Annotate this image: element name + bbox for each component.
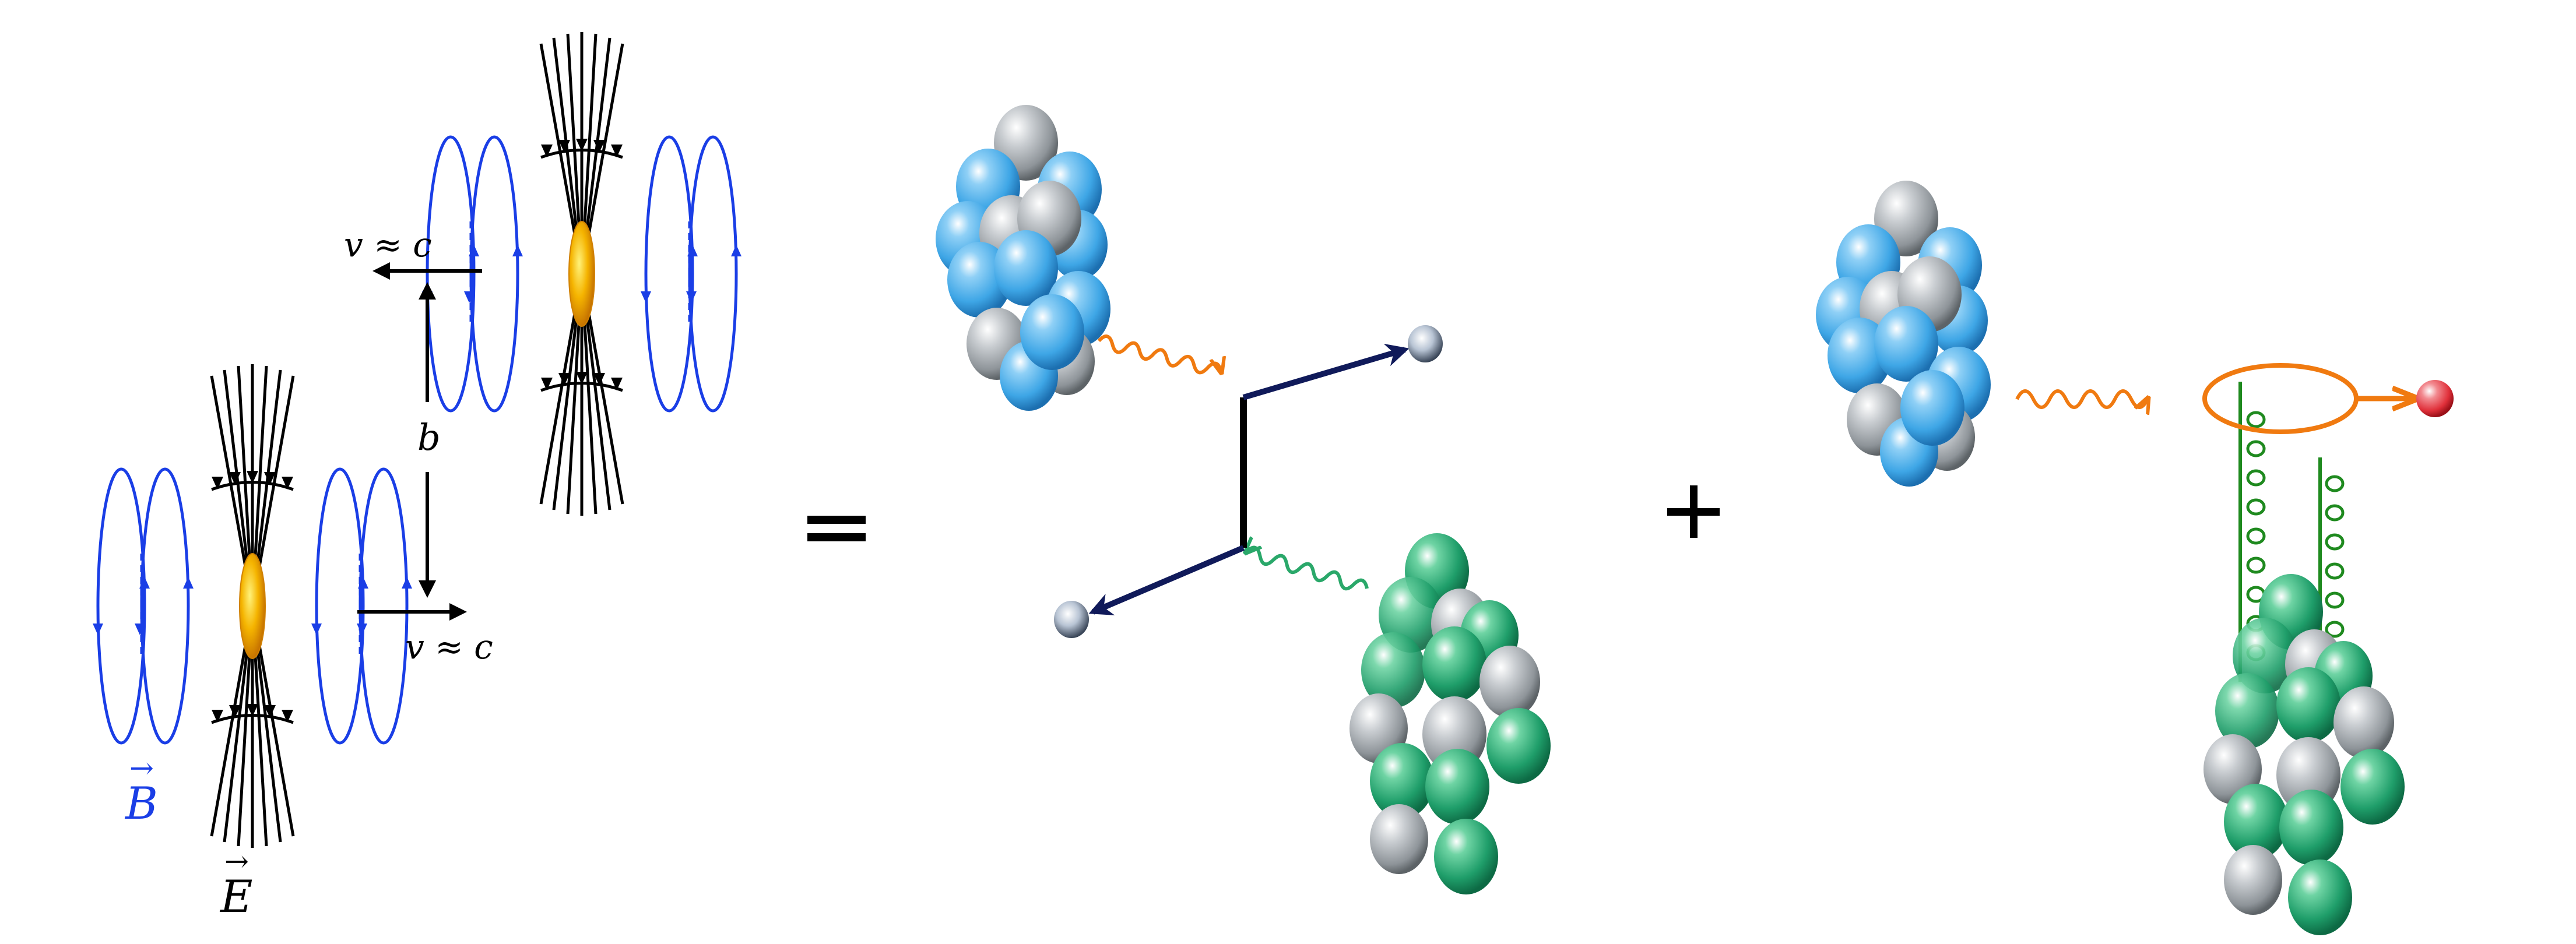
lower-nucleus-green [1349, 533, 1551, 894]
photon-orange-wave-right-icon [2015, 389, 2148, 407]
middle-panel [936, 105, 1551, 894]
impact-parameter-label: b [417, 416, 441, 459]
antilepton-out-arrow-icon [1088, 545, 1245, 615]
electric-field-label: E [219, 871, 252, 922]
vector-meson-sphere [2416, 380, 2454, 417]
velocity-label-bottom: v ≈ c [405, 627, 493, 667]
antilepton-sphere [1054, 601, 1089, 638]
photon-orange-wave-icon [1097, 334, 1222, 378]
quark-loop [2202, 363, 2359, 434]
b-vector-arrow-icon: → [129, 751, 154, 785]
pomeron-emitter-nucleus-green [2204, 574, 2405, 935]
photon-green-wave-icon [1245, 545, 1369, 591]
magnetic-field-label: B [124, 777, 158, 829]
right-panel [1816, 181, 2454, 935]
lepton-sphere [1408, 325, 1443, 362]
lepton-out-arrow-icon [1242, 343, 1410, 400]
upper-nucleus-blue [936, 105, 1110, 411]
upper-ion-field [422, 32, 741, 516]
photon-emitter-nucleus-blue [1816, 181, 1991, 487]
velocity-label-top: v ≈ c [344, 225, 432, 265]
equals-sign-icon [807, 516, 866, 541]
plus-sign-icon [1667, 485, 1720, 538]
e-vector-arrow-icon: → [224, 844, 249, 878]
left-panel: v ≈ c b v ≈ c → B → E [93, 32, 741, 922]
